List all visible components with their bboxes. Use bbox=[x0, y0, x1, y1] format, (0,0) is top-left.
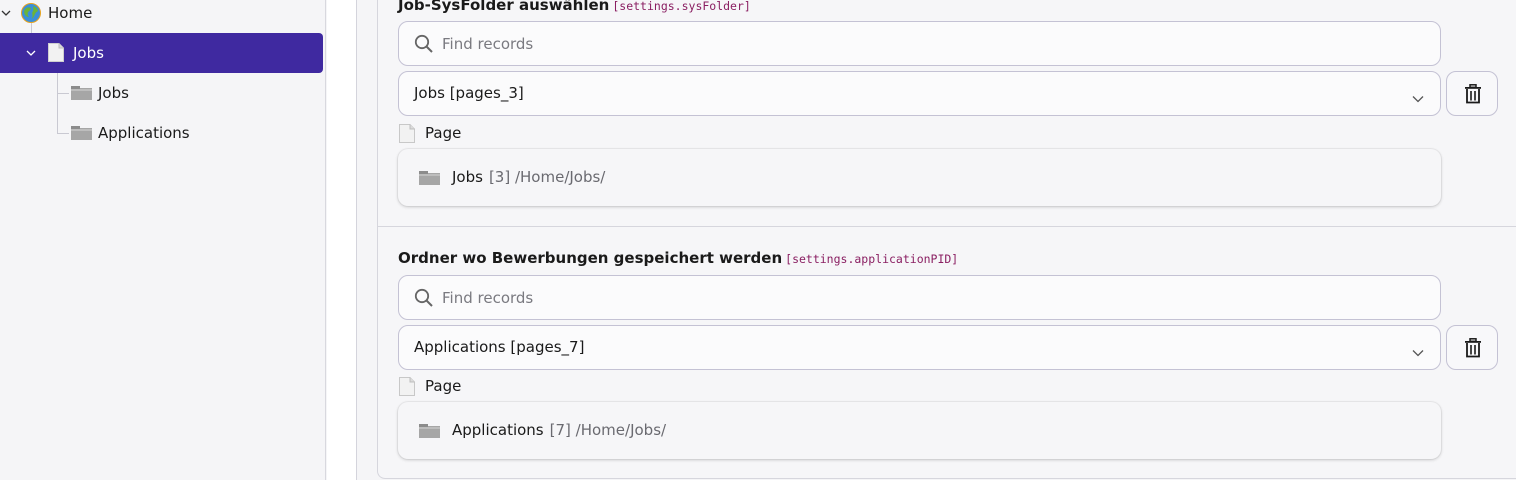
tree-item-label: Applications bbox=[98, 124, 190, 142]
page-icon bbox=[48, 43, 64, 62]
find-records-search-sysfolder[interactable] bbox=[398, 21, 1441, 66]
find-records-search-applicationpid[interactable] bbox=[398, 275, 1441, 320]
record-select-sysfolder[interactable]: Jobs [pages_3] bbox=[398, 71, 1441, 116]
field-label-text: Ordner wo Bewerbungen gespeichert werden bbox=[398, 249, 783, 267]
field-code: [settings.sysFolder] bbox=[612, 0, 751, 13]
search-icon bbox=[414, 288, 434, 308]
chevron-down-icon bbox=[1412, 89, 1424, 103]
field-code: [settings.applicationPID] bbox=[785, 252, 959, 266]
select-value: Applications [pages_7] bbox=[414, 338, 585, 356]
selected-record-card-applicationpid[interactable]: Applications [7] /Home/Jobs/ bbox=[398, 402, 1441, 459]
select-value: Jobs [pages_3] bbox=[414, 84, 524, 102]
field-label-text: Job-SysFolder auswählen bbox=[398, 0, 610, 14]
record-title-text: Jobs bbox=[452, 168, 483, 186]
trash-icon bbox=[1465, 338, 1481, 358]
record-type-label: Page bbox=[399, 376, 461, 396]
search-input[interactable] bbox=[442, 276, 1422, 319]
record-type-label: Page bbox=[399, 123, 461, 143]
tree-item-label: Jobs bbox=[73, 44, 104, 62]
record-path: /Home/Jobs/ bbox=[575, 421, 667, 439]
tree-line bbox=[57, 93, 69, 94]
search-icon bbox=[414, 34, 434, 54]
record-id: [7] bbox=[549, 421, 571, 439]
record-select-applicationpid[interactable]: Applications [pages_7] bbox=[398, 325, 1441, 370]
field-label-sysfolder: Job-SysFolder auswählen[settings.sysFold… bbox=[398, 0, 751, 14]
tree-line bbox=[31, 20, 32, 38]
record-type-text: Page bbox=[425, 124, 462, 142]
delete-button[interactable] bbox=[1446, 71, 1498, 116]
tree-line bbox=[57, 133, 69, 134]
page-tree-sidebar: Home Jobs Jobs Applications bbox=[0, 0, 326, 480]
delete-button[interactable] bbox=[1446, 325, 1498, 370]
chevron-down-icon[interactable] bbox=[0, 7, 12, 19]
field-label-applicationpid: Ordner wo Bewerbungen gespeichert werden… bbox=[398, 249, 958, 267]
record-path: /Home/Jobs/ bbox=[514, 168, 606, 186]
tree-item-label: Jobs bbox=[98, 84, 129, 102]
tree-item-jobs-page[interactable]: Jobs bbox=[0, 33, 323, 73]
record-type-text: Page bbox=[425, 377, 462, 395]
record-title-text: Applications bbox=[452, 421, 544, 439]
tree-item-home[interactable]: Home bbox=[0, 0, 322, 33]
record-id: [3] bbox=[488, 168, 511, 186]
folder-icon bbox=[419, 171, 440, 185]
field-divider bbox=[378, 226, 1516, 227]
search-input[interactable] bbox=[442, 22, 1422, 65]
page-icon bbox=[399, 123, 415, 143]
folder-icon bbox=[71, 86, 92, 100]
resize-strip bbox=[327, 0, 357, 480]
globe-icon bbox=[21, 3, 41, 23]
tree-item-label: Home bbox=[48, 4, 93, 22]
chevron-down-icon bbox=[1412, 343, 1424, 357]
page-icon bbox=[399, 376, 415, 396]
folder-icon bbox=[71, 126, 92, 140]
selected-record-card-sysfolder[interactable]: Jobs [3] /Home/Jobs/ bbox=[398, 149, 1441, 206]
folder-icon bbox=[419, 424, 440, 438]
record-title: Applications [7] /Home/Jobs/ bbox=[452, 421, 666, 439]
chevron-down-icon[interactable] bbox=[25, 47, 37, 59]
tree-line bbox=[57, 60, 58, 134]
record-title: Jobs [3] /Home/Jobs/ bbox=[452, 168, 605, 186]
trash-icon bbox=[1465, 84, 1481, 104]
